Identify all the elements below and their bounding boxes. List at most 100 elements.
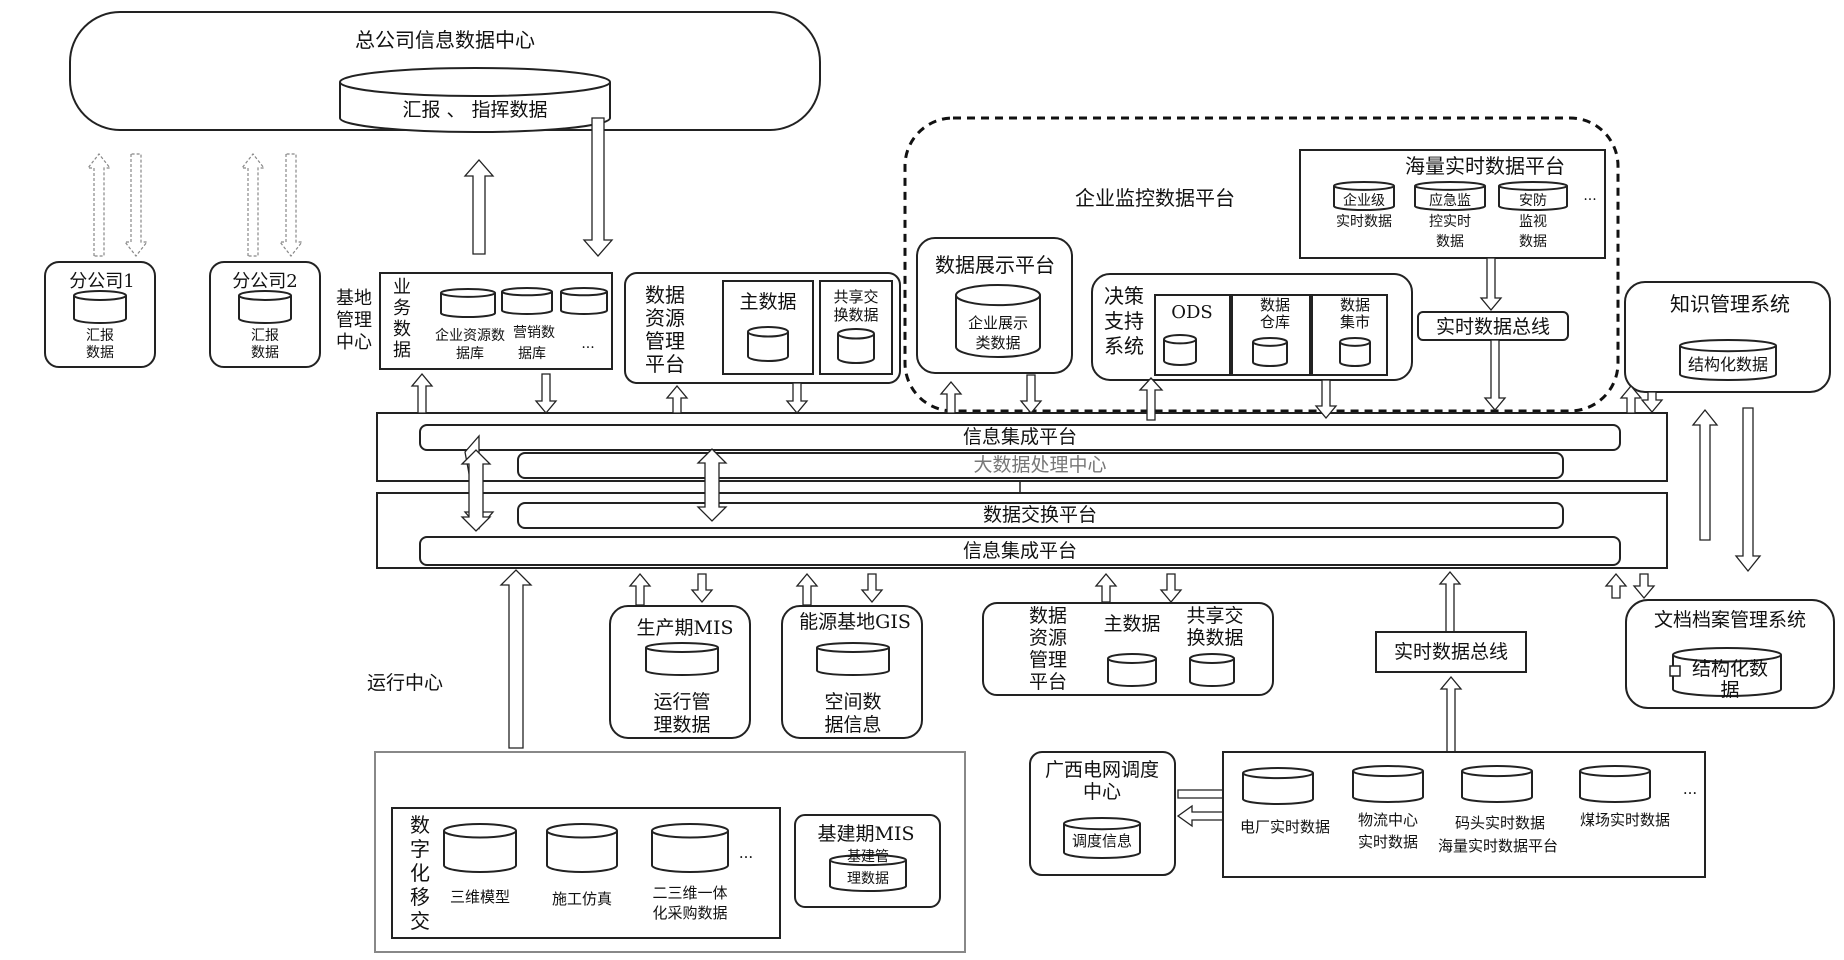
hq-db-label: 汇报 、 指挥数据 <box>402 99 547 121</box>
prod-mis-title: 生产期MIS <box>637 617 734 639</box>
production-mis: 生产期MIS 运行管 理数据 <box>609 605 750 739</box>
enterprise-monitoring-platform: 企业监控数据平台 <box>903 116 1620 413</box>
base-center-label-3: 中心 <box>336 332 372 353</box>
drmp-top-label-2: 资源 <box>645 306 685 330</box>
drmp-bottom-label-3: 管理 <box>1029 649 1067 671</box>
archive-db-1: 结构化数 <box>1692 658 1768 680</box>
drmp-top-label-1: 数据 <box>645 283 685 307</box>
rt-db3: 安防 <box>1519 193 1547 209</box>
base-management-center: 基地 管理 中心 业 务 数 据 企业资源数 据库 营销数 据库 ... <box>336 273 612 370</box>
grid-db: 调度信息 <box>1072 832 1132 850</box>
rt-db2-sub-1: 控实时 <box>1429 214 1471 230</box>
data-display-platform: 数据展示平台 企业展示 类数据 <box>917 237 1072 373</box>
realtime-bus-bottom: 实时数据总线 <box>1375 631 1527 673</box>
display-db-line1: 企业展示 <box>968 314 1028 332</box>
big-data-processing-center: 信息集成平台 大数据处理中心 数据交换平台 信息集成平台 <box>376 412 1668 569</box>
data-resource-platform-bottom: 数据 资源 管理 平台 主数据 共享交 换数据 <box>982 602 1274 695</box>
decision-dm-2: 集市 <box>1340 313 1370 331</box>
digital-label-5: 交 <box>410 909 430 933</box>
display-title: 数据展示平台 <box>935 253 1055 277</box>
mass-rt-db2-2: 实时数据 <box>1358 833 1418 851</box>
rt-db1: 企业级 <box>1343 192 1385 209</box>
exchange-platform: 数据交换平台 <box>983 504 1097 526</box>
marketing-db-line1: 营销数 <box>513 325 555 341</box>
decision-label-2: 支持 <box>1104 309 1144 333</box>
digital-db3-1: 二三维一体 <box>652 884 727 902</box>
document-archive-system: 文档档案管理系统 结构化数 据 <box>1626 600 1835 708</box>
massive-realtime-platform-top: 海量实时数据平台 企业级 应急监 安防 ... 实时数据 控实时 数据 监视 数… <box>1299 150 1606 259</box>
business-data-3: 数 <box>393 319 411 340</box>
prod-mis-db-1: 运行管 <box>653 691 710 713</box>
decision-label-3: 系统 <box>1104 334 1144 358</box>
gis-title: 能源基地GIS <box>799 611 911 633</box>
knowledge-management-system: 知识管理系统 结构化数据 <box>1624 281 1831 392</box>
mass-rt-db1: 电厂实时数据 <box>1240 818 1330 836</box>
decision-label-1: 决策 <box>1104 284 1144 308</box>
massive-realtime-platform-bottom: 电厂实时数据 物流中心 实时数据 码头实时数据 煤场实时数据 海量实时数据平台 … <box>1223 752 1706 878</box>
rt-bus-bottom-label: 实时数据总线 <box>1394 641 1508 663</box>
digital-label-4: 移 <box>410 885 430 909</box>
monitor-title: 企业监控数据平台 <box>1075 186 1235 210</box>
data-resource-platform-top: 数据 资源 管理 平台 主数据 共享交 换数据 <box>624 272 901 384</box>
hq-data-center: 总公司信息数据中心 汇报 、 指挥数据 <box>69 11 821 133</box>
ops-center-label: 运行中心 <box>367 672 443 694</box>
operations-center: 数 字 化 移 交 三维模型 施工仿真 二三维一体 化采购数据 ... 基建期M… <box>374 751 966 953</box>
mass-rt-caption: 海量实时数据平台 <box>1438 837 1558 855</box>
digital-db2: 施工仿真 <box>552 890 612 908</box>
rt-db2: 应急监 <box>1429 192 1471 209</box>
business-data-4: 据 <box>393 340 411 361</box>
rt-db2-sub-2: 数据 <box>1436 234 1464 250</box>
branch1-db-line2: 数据 <box>86 345 114 361</box>
lower-arrows <box>499 569 1656 753</box>
drmp-bottom-share-2: 换数据 <box>1186 627 1243 649</box>
guangxi-grid-dispatch: 广西电网调度 中心 调度信息 <box>1030 751 1246 875</box>
drmp-bottom-label-1: 数据 <box>1029 605 1067 627</box>
rt-db3-sub-2: 数据 <box>1519 234 1547 250</box>
rt-more: ... <box>1583 188 1596 204</box>
rt-db1-sub: 实时数据 <box>1336 214 1392 230</box>
rt-platform-title: 海量实时数据平台 <box>1405 154 1565 178</box>
base-center-more: ... <box>581 336 594 352</box>
realtime-bus-top: 实时数据总线 <box>1417 311 1569 341</box>
drmp-top-master: 主数据 <box>739 291 796 313</box>
branch1-title: 分公司1 <box>69 271 134 292</box>
branch2-db-line1: 汇报 <box>251 328 279 344</box>
gis-db-1: 空间数 <box>824 691 881 713</box>
drmp-top-share-2: 换数据 <box>833 306 878 324</box>
decision-dw-1: 数据 <box>1260 296 1290 314</box>
digital-db3-2: 化采购数据 <box>652 904 727 922</box>
knowledge-db: 结构化数据 <box>1688 355 1768 374</box>
hq-title: 总公司信息数据中心 <box>355 28 535 52</box>
knowledge-title: 知识管理系统 <box>1670 292 1790 316</box>
mass-rt-db2-1: 物流中心 <box>1358 811 1418 829</box>
rt-db3-sub-1: 监视 <box>1519 214 1547 230</box>
branch1-db-line1: 汇报 <box>86 328 114 344</box>
display-db-line2: 类数据 <box>975 334 1020 352</box>
branch-company-2: 分公司2 汇报 数据 <box>209 261 321 368</box>
drmp-bottom-share-1: 共享交 <box>1186 605 1243 627</box>
construct-mis-title: 基建期MIS <box>818 823 915 845</box>
decision-ods: ODS <box>1171 302 1213 323</box>
business-data-2: 务 <box>393 298 411 319</box>
erp-db-line1: 企业资源数 <box>435 327 505 344</box>
base-center-label-1: 基地 <box>336 288 372 309</box>
grid-title-2: 中心 <box>1083 781 1121 803</box>
mass-rt-db4: 煤场实时数据 <box>1580 811 1670 829</box>
mass-rt-more: ... <box>1683 780 1697 798</box>
digital-more: ... <box>739 844 753 862</box>
drmp-top-label-4: 平台 <box>645 352 685 376</box>
decision-support-system: 决策 支持 系统 ODS 数据 仓库 数据 集市 <box>1091 273 1413 380</box>
grid-title-1: 广西电网调度 <box>1045 759 1159 781</box>
digital-label-1: 数 <box>410 813 430 837</box>
branch2-title: 分公司2 <box>232 271 297 292</box>
drmp-top-share-1: 共享交 <box>833 288 878 306</box>
decision-dw-2: 仓库 <box>1260 313 1290 331</box>
energy-base-gis: 能源基地GIS 空间数 据信息 <box>781 605 922 739</box>
drmp-bottom-master: 主数据 <box>1103 613 1160 635</box>
construct-mis-db-1: 基建管 <box>847 848 889 865</box>
rt-bus-top-label: 实时数据总线 <box>1436 316 1550 338</box>
integration-platform-2: 信息集成平台 <box>963 540 1077 562</box>
erp-db-line2: 据库 <box>456 346 484 362</box>
digital-label-2: 字 <box>410 837 430 861</box>
archive-title: 文档档案管理系统 <box>1654 609 1806 631</box>
